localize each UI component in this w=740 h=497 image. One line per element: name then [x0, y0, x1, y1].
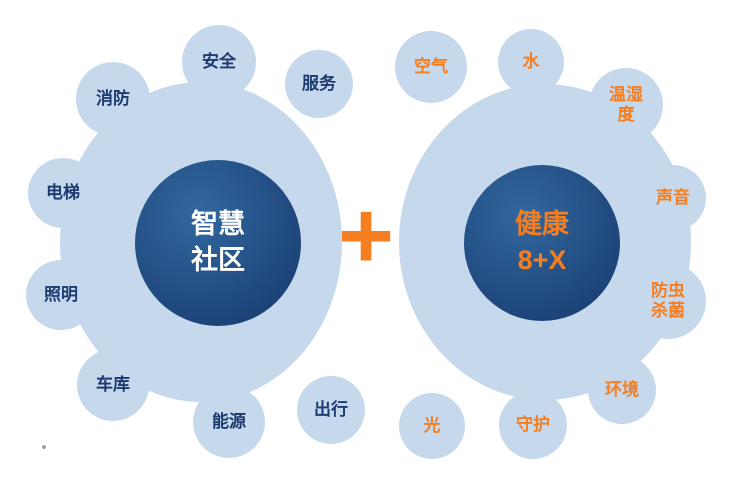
sat-sound: 声音 [640, 165, 706, 231]
sat-water: 水 [498, 29, 564, 95]
satellite-label: 车库 [96, 374, 130, 394]
satellite-label: 服务 [302, 73, 336, 93]
sat-safety: 安全 [182, 25, 256, 99]
satellite-label: 安全 [202, 51, 236, 71]
left-core-circle: 智慧 社区 [135, 160, 301, 326]
sat-temp-humidity: 温湿度 [589, 68, 663, 142]
satellite-label: 环境 [605, 379, 639, 399]
satellite-label: 水 [522, 51, 540, 71]
sat-guardian: 守护 [499, 391, 567, 459]
sat-lighting: 照明 [26, 260, 96, 330]
satellite-label: 出行 [314, 399, 348, 419]
satellite-label: 温湿度 [608, 84, 643, 124]
right-core-label: 健康 8+X [515, 209, 569, 275]
satellite-label: 电梯 [46, 182, 80, 202]
satellite-label: 照明 [44, 284, 78, 304]
left-core-label: 智慧 社区 [191, 209, 245, 275]
satellite-label: 光 [423, 415, 441, 435]
sat-environment: 环境 [588, 356, 656, 424]
sat-air: 空气 [395, 31, 467, 103]
sat-pest-control: 防虫杀菌 [630, 263, 706, 339]
right-core-circle: 健康 8+X [464, 165, 620, 321]
sat-energy: 能源 [193, 386, 265, 458]
stray-dot [42, 445, 46, 449]
sat-fire: 消防 [76, 62, 150, 136]
plus-sign: + [337, 182, 395, 289]
satellite-label: 防虫杀菌 [650, 280, 685, 320]
sat-mobility: 出行 [297, 376, 365, 444]
satellite-label: 守护 [516, 414, 550, 434]
satellite-label: 声音 [656, 187, 690, 207]
sat-service: 服务 [285, 50, 353, 118]
sat-light: 光 [399, 393, 465, 459]
satellite-label: 能源 [212, 411, 246, 431]
sat-elevator: 电梯 [28, 158, 98, 228]
sat-garage: 车库 [77, 349, 149, 421]
satellite-label: 空气 [414, 56, 448, 76]
satellite-label: 消防 [96, 88, 130, 108]
